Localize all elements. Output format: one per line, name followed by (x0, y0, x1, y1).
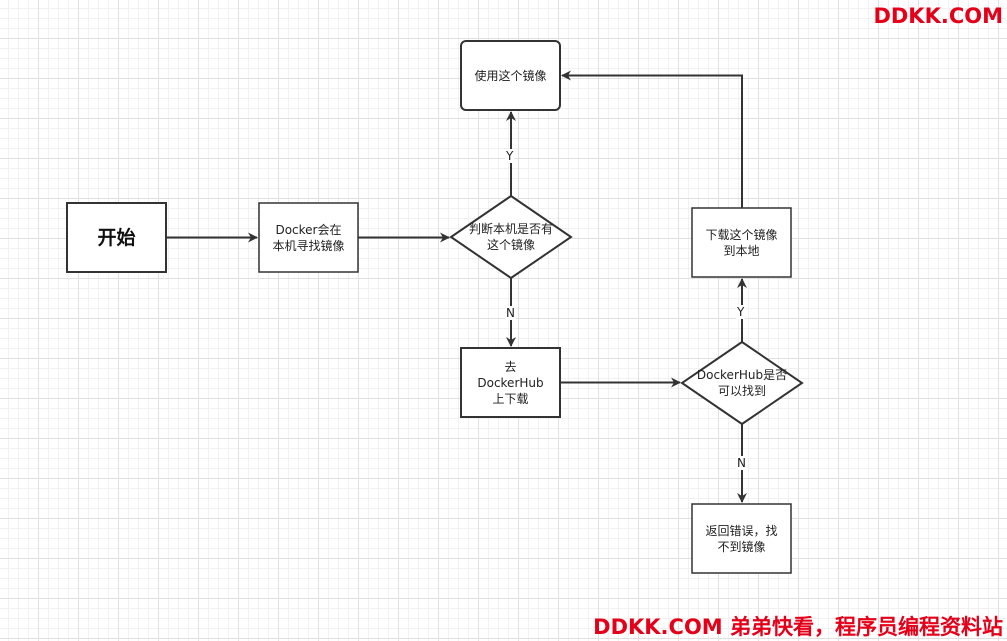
go-dockerhub-node-shape[interactable] (460, 347, 561, 418)
use-image-node-shape[interactable] (460, 40, 561, 111)
go-dockerhub-label: 去 DockerHub 上下载 (477, 359, 544, 406)
download-local-label: 下载这个镜像 到本地 (705, 227, 778, 258)
use-image-label: 使用这个镜像 (474, 68, 547, 83)
return-error-label: 返回错误，找 不到镜像 (705, 523, 778, 554)
start-node-label: 开始 (97, 226, 136, 249)
watermark-bottom: DDKK.COM 弟弟快看，程序员编程资料站 (593, 615, 1003, 639)
decision-local-exists-label: 判断本机是否有 这个镜像 (468, 222, 553, 252)
edge-label-local-yes: Y (505, 149, 515, 163)
start-node-shape[interactable] (66, 202, 167, 273)
docker-local-search-node-shape[interactable] (258, 202, 359, 273)
download-local-node-shape[interactable] (691, 207, 792, 278)
decision-dockerhub-found-label: DockerHub是否 可以找到 (696, 368, 788, 398)
edge-download-to-use (561, 70, 743, 208)
watermark-top: DDKK.COM (873, 4, 1003, 28)
edge-label-local-no: N (505, 306, 516, 320)
docker-local-search-label: Docker会在 本机寻找镜像 (272, 222, 345, 253)
return-error-node-shape[interactable] (691, 503, 792, 574)
edge-label-hub-no: N (736, 456, 747, 470)
edge-label-hub-yes: Y (736, 305, 746, 319)
